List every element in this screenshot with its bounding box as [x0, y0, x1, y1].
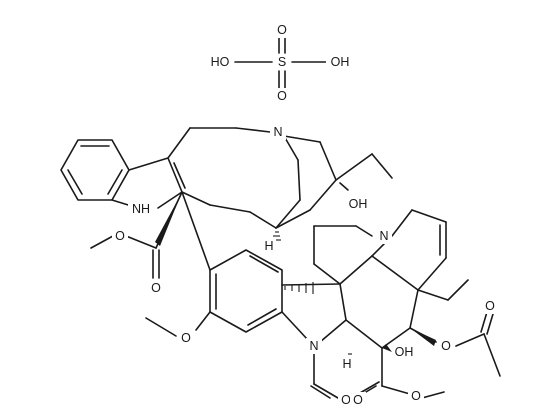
upper-hydrogen-label: H: [264, 239, 273, 253]
lower-ester-carbonyl-o-label: O: [353, 393, 363, 407]
acetoxy-single-o-label: O: [441, 339, 451, 353]
methoxy-oxygen-label: O: [181, 331, 191, 345]
sulfuric-o-bottom-label: O: [277, 89, 287, 103]
sulfuric-ho-left-label: HO: [211, 55, 230, 69]
methoxy-group: [145, 311, 211, 337]
upper-ester-carbonyl-o-label: O: [151, 281, 161, 295]
indole-nh-label: NH: [132, 202, 150, 216]
central-aryl-ring: [181, 191, 283, 333]
indole-benzene-ring: [60, 139, 130, 201]
sulfuric-oh-right-label: OH: [331, 55, 350, 69]
formyl-oxygen-label: O: [341, 393, 351, 407]
sulfuric-o-top-label: O: [277, 23, 287, 37]
acetoxy-carbonyl-o-label: O: [485, 299, 495, 313]
lower-nitrogen-label: N: [379, 229, 388, 243]
upper-indole-macrocycle: [111, 127, 393, 229]
lower-hydroxyl-label: OH: [395, 345, 414, 359]
bridge-nitrogen-label: N: [273, 125, 282, 139]
atom-labels: HO S O O OH NH N OH H O O O N O N OH H: [112, 22, 498, 408]
lower-hydrogen-label: H: [342, 357, 351, 371]
upper-hydroxyl-label: OH: [349, 197, 368, 211]
sulfur-label: S: [278, 55, 286, 69]
lower-ester-single-o-label: O: [411, 389, 421, 403]
sulfuric-acid: [234, 35, 327, 90]
vindoline-core: [281, 209, 501, 399]
upper-ester-single-o-label: O: [115, 229, 125, 243]
amide-nitrogen-label: N: [309, 339, 318, 353]
